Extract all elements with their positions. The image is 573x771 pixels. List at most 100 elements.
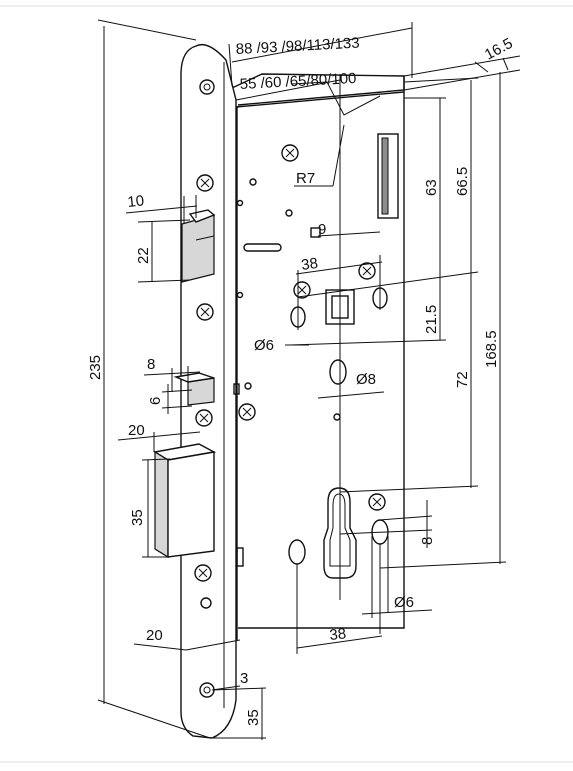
case-face-top (235, 91, 405, 108)
label-dim-d6-bottom: Ø6 (394, 594, 414, 611)
small-hole-5 (236, 199, 244, 207)
latch-bolt (181, 209, 216, 283)
case-slot-shadow (381, 137, 389, 215)
faceplate-screw-1 (196, 174, 214, 192)
label-radius: R7 (296, 170, 315, 187)
dim-line-20-top (117, 431, 201, 441)
dim-line-16-5b (502, 57, 509, 71)
case-screw-2 (358, 262, 376, 280)
label-dim-21-5: 21.5 (423, 305, 440, 334)
ext-line-235-bottom (97, 699, 211, 739)
label-dim-20-bottom: 20 (146, 627, 163, 644)
ext-line-66-top (403, 77, 479, 83)
latch-bolt-line (195, 235, 215, 241)
case-back-edge (238, 76, 405, 629)
label-dim-10: 10 (127, 192, 145, 211)
ext-line-6a (161, 389, 193, 393)
faceplate-screw-2 (196, 303, 214, 321)
label-dim-8-left: 8 (147, 356, 155, 373)
label-dim-6: 6 (147, 397, 164, 405)
dim-line-9 (317, 231, 381, 237)
tab-2 (236, 547, 244, 567)
label-backset-top: 88 /93 /98/113/133 (235, 35, 360, 58)
auxiliary-latch (173, 372, 215, 406)
ext-line-35b-a (211, 687, 267, 691)
faceplate-hole-top-inner (203, 83, 211, 91)
label-dim-235: 235 (87, 355, 104, 380)
label-dim-35-bottom: 35 (245, 709, 262, 726)
ext-line-235-top (97, 19, 197, 41)
small-hole-3 (244, 382, 252, 390)
label-dim-d8: Ø8 (356, 371, 376, 388)
hole-d6-lower-left (288, 539, 306, 565)
dim-line-20-bottom-a (133, 643, 187, 651)
faceplate-screw-3 (195, 409, 213, 427)
ext-line-thk-1 (403, 55, 521, 77)
small-hole-1 (249, 178, 257, 186)
dimension-lines (97, 19, 521, 740)
deadbolt (153, 443, 217, 559)
label-dim-d6-top: Ø6 (254, 337, 274, 354)
dim-line-10 (125, 205, 198, 214)
case-screw-3 (293, 281, 311, 299)
label-dim-72: 72 (454, 371, 471, 388)
label-dim-63: 63 (423, 179, 440, 196)
faceplate-screw-4 (194, 564, 212, 582)
aux-latch-top (173, 372, 215, 383)
tab-1 (233, 383, 240, 395)
ext-line-6b (161, 405, 193, 409)
ext-line-follower (297, 271, 479, 298)
label-dim-9: 9 (318, 221, 326, 238)
label-dim-8-right: 8 (419, 537, 436, 545)
ext-line-22a (137, 219, 191, 223)
small-hole-2 (285, 209, 293, 217)
cylinder-cutout-inner (329, 493, 351, 567)
dim-line-16-5 (474, 61, 489, 73)
cylinder-cutout (323, 487, 357, 579)
ext-line-22b (137, 279, 191, 283)
case-screw-4 (238, 403, 256, 421)
ext-line-thk-2 (403, 69, 521, 91)
case-screw-5 (368, 493, 386, 511)
dim-line-backset-top (231, 27, 413, 63)
label-dim-22: 22 (135, 247, 152, 264)
label-dim-20-top: 20 (128, 422, 145, 439)
label-backset-inner: 55 /60 /65/80/100 (239, 70, 357, 93)
ext-line-72-bottom (339, 485, 479, 493)
label-dim-38-bottom: 38 (329, 625, 347, 644)
ext-line-21-5 (289, 339, 447, 346)
internal-parts (233, 144, 389, 579)
r7-leader (332, 124, 345, 187)
d6-bottom-leader (361, 609, 433, 615)
d8-leader (317, 391, 385, 399)
ext-line-8r-1 (379, 515, 433, 521)
faceplate-hole-top (199, 79, 215, 95)
label-dim-35-mid: 35 (129, 509, 146, 526)
label-dim-66-5: 66.5 (454, 167, 471, 196)
small-hole-4 (333, 413, 341, 421)
ext-line-168-bottom (379, 561, 507, 569)
dim-line-38-top (295, 261, 383, 275)
label-dim-3: 3 (240, 670, 248, 687)
hole-d8 (329, 359, 347, 385)
ext-line-35a (141, 458, 171, 461)
small-hole-6 (236, 291, 244, 299)
label-dim-38-top: 38 (300, 255, 319, 274)
square-9 (310, 227, 321, 238)
dim-line-38-bottom (296, 635, 383, 649)
dimension-labels: 88 /93 /98/113/133 55 /60 /65/80/100 16.… (87, 35, 516, 726)
faceplate-hole-bottom-inner (203, 686, 211, 694)
lock-case (231, 73, 405, 640)
ext-line-a (228, 43, 233, 87)
label-dim-168-5: 168.5 (483, 330, 500, 368)
ext-line-8r-2 (339, 529, 433, 535)
case-slot-small (243, 243, 282, 252)
deadbolt-side (154, 450, 169, 559)
faceplate-small-hole (200, 597, 212, 609)
dim-line-20-bottom-b (185, 639, 241, 651)
latch-bolt-front (181, 214, 215, 283)
dim-line-backset-inner (235, 79, 341, 101)
deadbolt-front (167, 451, 215, 558)
